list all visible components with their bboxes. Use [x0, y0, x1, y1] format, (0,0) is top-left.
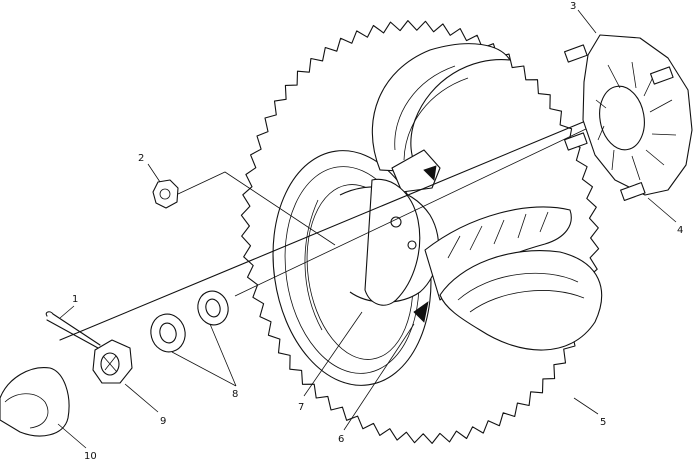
callout-4: 4	[677, 225, 683, 236]
dust-cap	[0, 367, 70, 437]
washers	[150, 290, 229, 353]
lug-nut	[152, 171, 336, 246]
callout-5: 5	[600, 417, 606, 428]
tire	[240, 20, 600, 444]
callout-1: 1	[72, 294, 78, 305]
leader-lines	[57, 9, 677, 449]
rim-hub	[304, 178, 440, 331]
callout-2: 2	[138, 153, 144, 164]
callout-9: 9	[160, 416, 166, 427]
callout-3: 3	[570, 1, 576, 12]
callout-10: 10	[84, 451, 97, 461]
upper-tread	[371, 43, 511, 193]
wheel-hub	[564, 34, 693, 202]
castle-nut	[92, 339, 133, 384]
callout-6: 6	[338, 434, 344, 445]
callout-8: 8	[232, 389, 238, 400]
axle-line	[59, 119, 589, 341]
cotter-pin	[45, 311, 101, 349]
callout-7: 7	[298, 402, 304, 413]
lower-tread	[413, 206, 603, 351]
callout-labels: 1 2 3 4 5 6 7 8 9 10	[72, 1, 683, 461]
